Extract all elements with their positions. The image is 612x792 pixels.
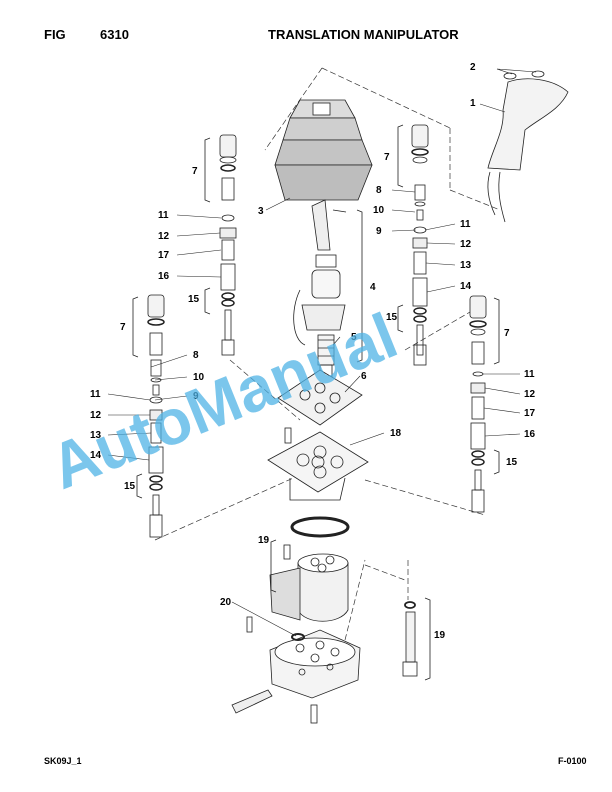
callout-11-c: 11	[460, 219, 471, 230]
callout-13-a: 13	[90, 430, 102, 441]
callout-17-a: 17	[158, 250, 170, 261]
callout-11-a: 11	[158, 210, 169, 221]
callout-8-b: 8	[376, 185, 382, 196]
callout-11-b: 11	[90, 389, 101, 400]
callout-7-c: 7	[384, 152, 390, 163]
callout-14-b: 14	[460, 281, 472, 292]
callout-8-a: 8	[193, 350, 199, 361]
callout-16-b: 16	[524, 429, 536, 440]
callout-9-a: 9	[193, 391, 199, 402]
footer-right-code: F-0100	[558, 756, 587, 766]
callout-15-b: 15	[124, 481, 136, 492]
callout-7-d: 7	[504, 328, 510, 339]
callout-6: 6	[361, 371, 367, 382]
right-upper-stack	[411, 124, 429, 366]
boot-part	[274, 99, 373, 201]
page-title: TRANSLATION MANIPULATOR	[268, 27, 459, 42]
callout-1: 1	[470, 98, 476, 109]
right-lower-stack	[469, 295, 487, 513]
callout-7-a: 7	[192, 166, 198, 177]
callout-15-d: 15	[506, 457, 518, 468]
callout-19-right: 19	[434, 630, 446, 641]
footer-left-code: SK09J_1	[44, 756, 82, 766]
callout-12-c: 12	[460, 239, 472, 250]
handle-part	[487, 70, 569, 223]
figure-number: 6310	[100, 27, 129, 42]
callout-11-d: 11	[524, 369, 535, 380]
callout-10-a: 10	[193, 372, 205, 383]
callout-18: 18	[390, 428, 402, 439]
callout-9-b: 9	[376, 226, 382, 237]
callout-20: 20	[220, 597, 232, 608]
callout-15-c: 15	[386, 312, 398, 323]
left-upper-stack	[219, 134, 237, 356]
callout-12-a: 12	[158, 231, 170, 242]
callout-10-b: 10	[373, 205, 385, 216]
callout-13-b: 13	[460, 260, 472, 271]
callout-15-a: 15	[188, 294, 200, 305]
callout-17-b: 17	[524, 408, 536, 419]
callout-5: 5	[351, 332, 357, 343]
callout-16-a: 16	[158, 271, 170, 282]
callout-3: 3	[258, 206, 264, 217]
callout-19-left: 19	[258, 535, 270, 546]
figure-label: FIG	[44, 27, 66, 42]
callout-2: 2	[470, 62, 476, 73]
callout-12-d: 12	[524, 389, 536, 400]
callout-7-b: 7	[120, 322, 126, 333]
callout-14-a: 14	[90, 450, 102, 461]
callout-4: 4	[370, 282, 376, 293]
callout-12-b: 12	[90, 410, 102, 421]
